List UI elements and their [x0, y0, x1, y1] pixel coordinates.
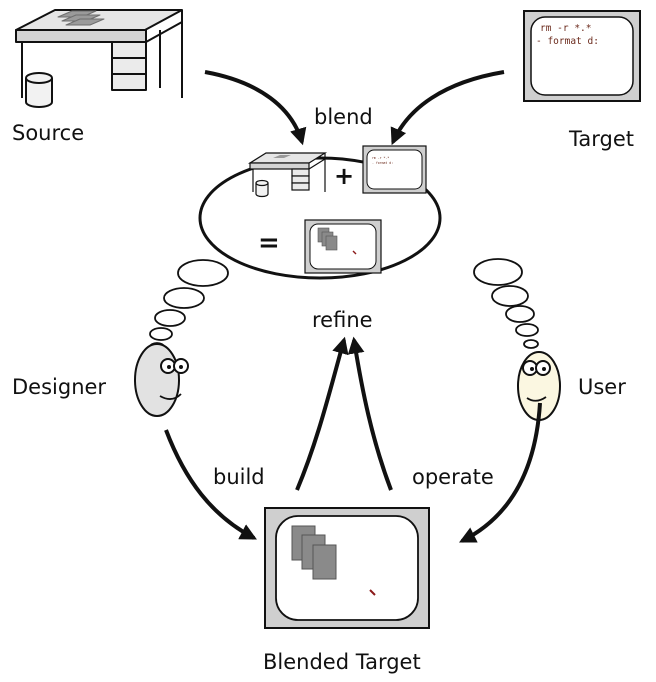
- source-desk-icon: [15, 9, 183, 108]
- build-label: build: [213, 465, 265, 489]
- mini-desk-icon: [247, 152, 328, 198]
- mini-blended-screen-icon: [304, 219, 382, 274]
- mini-terminal-line-2: - format d:: [372, 161, 393, 165]
- designer-thought-bubbles: [149, 259, 229, 352]
- refine-label: refine: [312, 308, 373, 332]
- desk-paper-stack-icon: [57, 10, 105, 26]
- designer-label: Designer: [12, 375, 106, 399]
- operate-refine-arrow: [347, 336, 393, 491]
- wastebasket-icon: [25, 72, 53, 108]
- mini-terminal-icon: rm -r *.* - format d:: [362, 145, 427, 194]
- target-screen-icon: rm -r *.* - format d:: [523, 10, 641, 102]
- equals-sign: =: [258, 228, 280, 258]
- build-refine-arrow: [295, 336, 349, 491]
- user-operate-arrow: [458, 402, 542, 543]
- operate-label: operate: [412, 465, 494, 489]
- user-label: User: [578, 375, 626, 399]
- blended-target-label: Blended Target: [263, 650, 421, 674]
- mini-terminal-line-1: rm -r *.*: [372, 156, 389, 160]
- blended-target-screen-icon: [264, 507, 430, 629]
- user-thought-bubbles: [473, 258, 539, 349]
- target-to-blend-arrow: [390, 70, 505, 146]
- designer-face-icon: [134, 343, 189, 417]
- plus-sign: +: [334, 162, 354, 190]
- terminal-line-2: - format d:: [536, 36, 599, 47]
- cursor-icon: [369, 589, 376, 596]
- user-face-icon: [517, 351, 561, 421]
- terminal-line-1: rm -r *.*: [540, 23, 591, 34]
- blend-label: blend: [314, 105, 373, 129]
- document-stack-icon: [291, 525, 337, 580]
- source-label: Source: [12, 121, 84, 145]
- mini-cursor-icon: [352, 250, 357, 255]
- designer-build-arrow: [164, 429, 257, 540]
- target-label: Target: [568, 127, 634, 151]
- source-to-blend-arrow: [204, 70, 307, 146]
